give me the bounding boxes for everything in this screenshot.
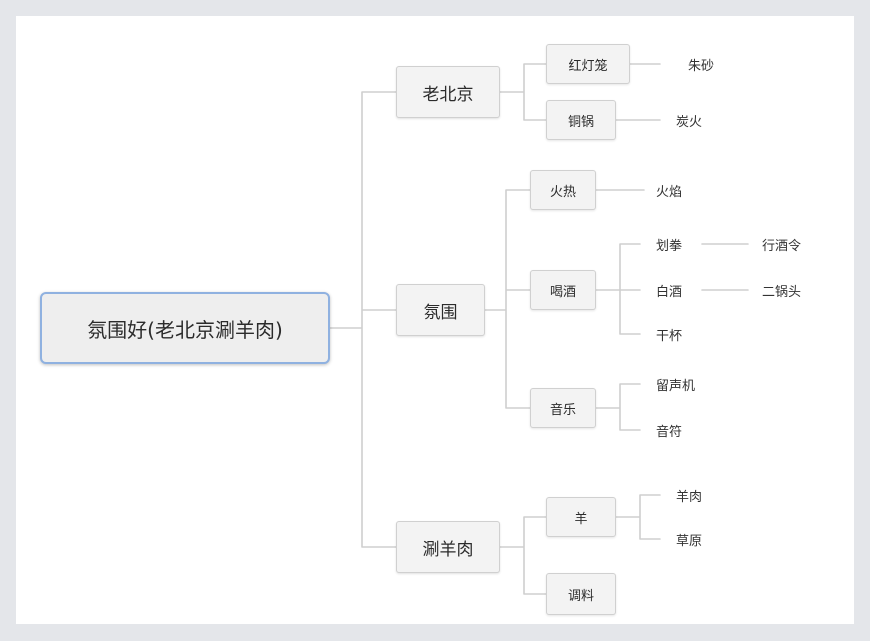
- subtopic-yinyue[interactable]: 音乐: [530, 388, 596, 428]
- subtopic-tongguo[interactable]: 铜锅: [546, 100, 616, 140]
- leaf-caoyuan[interactable]: 草原: [676, 533, 703, 549]
- root-topic[interactable]: 氛围好(老北京涮羊肉): [40, 292, 330, 364]
- link-yinyue-children: [595, 383, 641, 431]
- leaf-tanhuo[interactable]: 炭火: [676, 114, 703, 130]
- link-laobeijing-children: [499, 63, 547, 121]
- topic-shuanyangrou[interactable]: 涮羊肉: [396, 521, 500, 573]
- leaf-liushengji[interactable]: 留声机: [656, 378, 696, 394]
- leaf-huoyan[interactable]: 火焰: [656, 184, 683, 200]
- subtopic-hongdenglong[interactable]: 红灯笼: [546, 44, 630, 84]
- leaf-ganbei[interactable]: 干杯: [656, 328, 683, 344]
- leaf-huaquan[interactable]: 划拳: [656, 238, 683, 254]
- topic-laobeijing[interactable]: 老北京: [396, 66, 500, 118]
- leaf-zhusha[interactable]: 朱砂: [688, 58, 715, 74]
- link-fenwei-children: [484, 189, 531, 409]
- leaf-baijiu[interactable]: 白酒: [656, 284, 683, 300]
- subtopic-hejiu[interactable]: 喝酒: [530, 270, 596, 310]
- subtopic-tiaoliao[interactable]: 调料: [546, 573, 616, 615]
- topic-fenwei[interactable]: 氛围: [396, 284, 485, 336]
- link-shuanyangrou-children: [499, 516, 547, 595]
- link-yang-children: [615, 494, 661, 540]
- link-hejiu-children: [595, 243, 641, 335]
- link-root-to-branches: [329, 91, 397, 548]
- leaf-erguotou[interactable]: 二锅头: [762, 284, 802, 300]
- leaf-xingjiuling[interactable]: 行酒令: [762, 238, 802, 254]
- leaf-yinfu[interactable]: 音符: [656, 424, 683, 440]
- subtopic-huore[interactable]: 火热: [530, 170, 596, 210]
- leaf-yangrou[interactable]: 羊肉: [676, 489, 703, 505]
- subtopic-yang[interactable]: 羊: [546, 497, 616, 537]
